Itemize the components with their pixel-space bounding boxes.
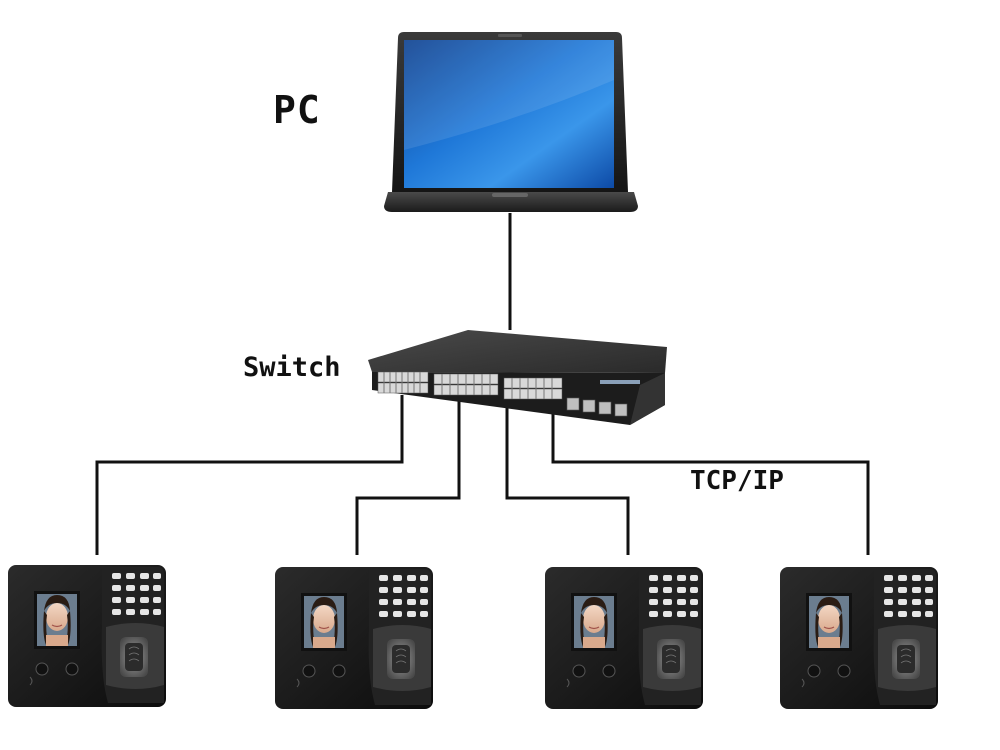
device-4: [779, 566, 939, 710]
switch-label: Switch: [243, 352, 341, 383]
pc-label: PC: [273, 88, 321, 132]
laptop-icon: [384, 32, 638, 212]
device-3: [544, 566, 704, 710]
connection-lines: [95, 213, 870, 555]
device-1: [7, 564, 167, 708]
network-switch-icon: [368, 330, 667, 425]
device-2: [274, 566, 434, 710]
protocol-label: TCP/IP: [690, 466, 784, 496]
